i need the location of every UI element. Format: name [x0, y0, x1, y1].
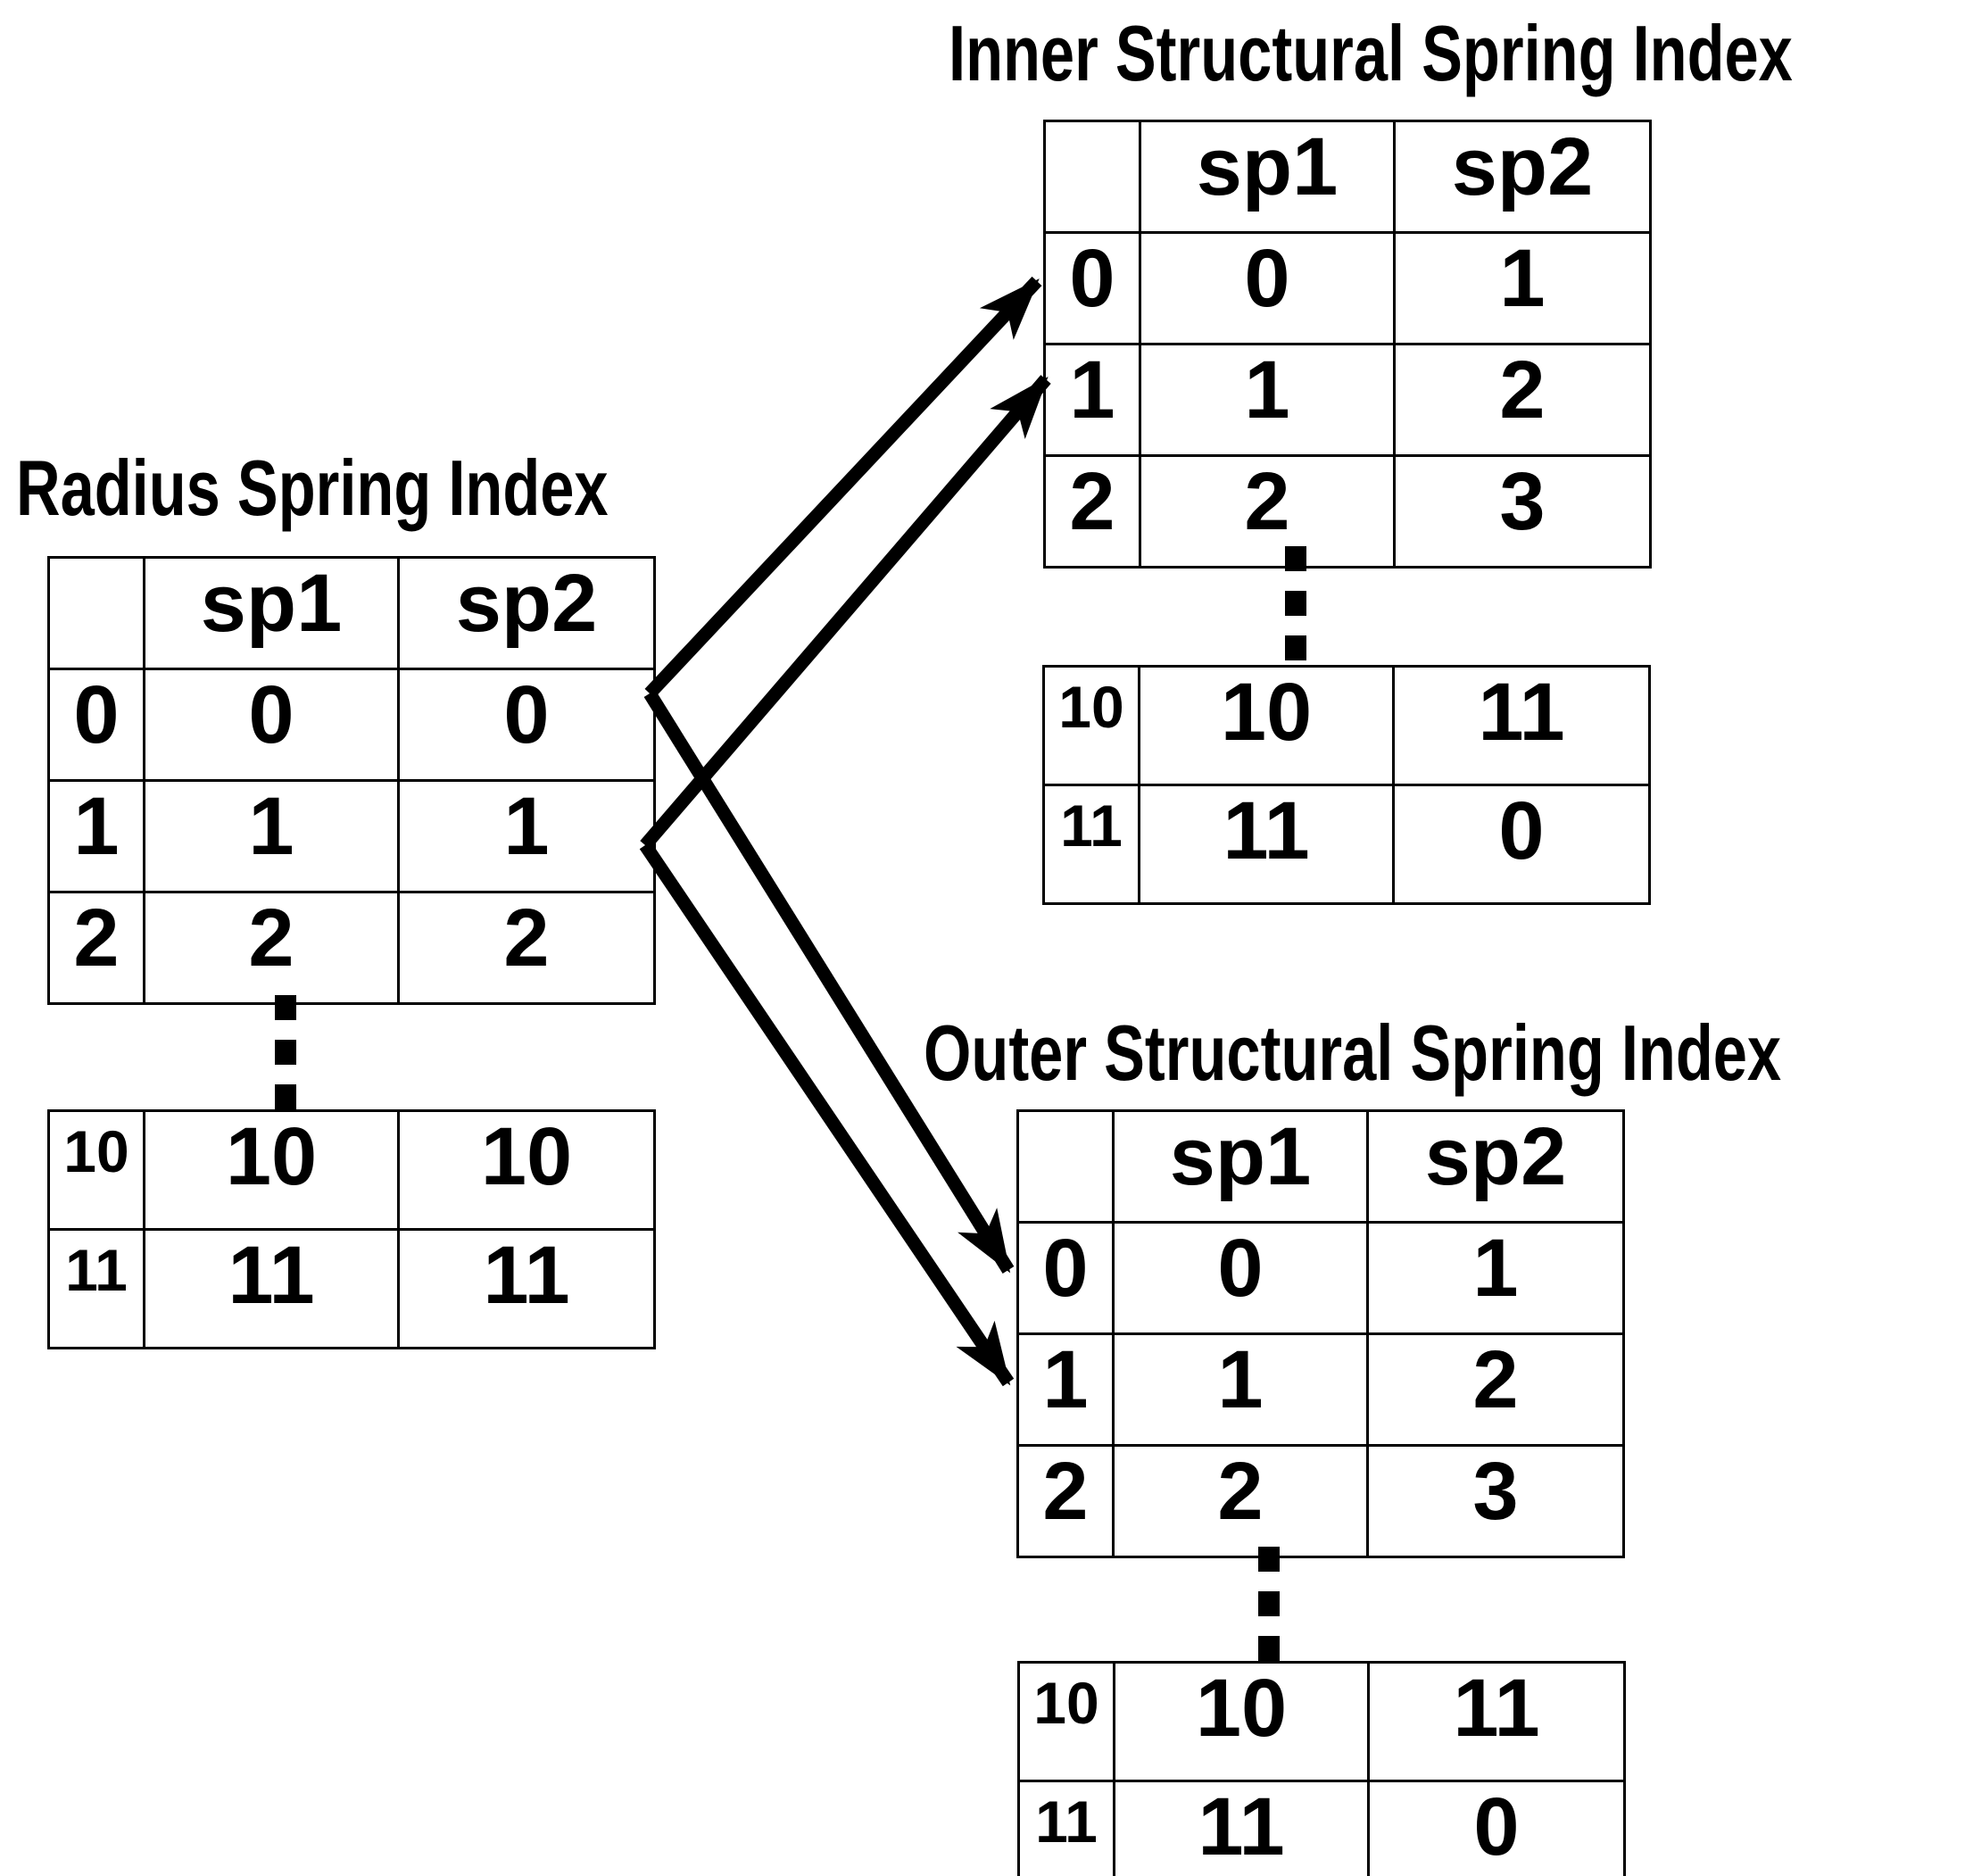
outer-col-header-sp1: sp1	[1112, 1109, 1369, 1224]
cell-sp2: 10	[397, 1109, 656, 1231]
table-row: 1 1 2	[1016, 1332, 1625, 1447]
row-label: 1	[1043, 343, 1141, 457]
table-row: 11 11 0	[1042, 784, 1651, 905]
cell-sp2: 0	[1392, 784, 1651, 905]
table-row: 2 2 2	[47, 891, 656, 1005]
row-label: 10	[47, 1109, 145, 1231]
cell-sp1: 11	[143, 1228, 400, 1349]
row-label: 1	[47, 779, 145, 893]
cell-sp1: 2	[143, 891, 400, 1005]
inner-col-header-sp2: sp2	[1393, 120, 1652, 234]
row-label: 10	[1042, 665, 1140, 786]
cell-sp1: 2	[1112, 1444, 1369, 1558]
cell-sp1: 11	[1113, 1780, 1370, 1876]
cell-sp2: 2	[1366, 1332, 1625, 1447]
radius-corner-cell	[47, 556, 145, 670]
cell-sp2: 11	[1367, 1661, 1626, 1782]
radius-table-title: Radius Spring Index	[16, 444, 609, 532]
cell-sp2: 2	[1393, 343, 1652, 457]
row-label: 2	[47, 891, 145, 1005]
table-row: 2 2 3	[1043, 454, 1652, 569]
inner-header-row: sp1 sp2	[1043, 120, 1652, 234]
inner-table-title: Inner Structural Spring Index	[949, 9, 1793, 97]
radius-header-row: sp1 sp2	[47, 556, 656, 670]
row-label: 1	[1016, 1332, 1115, 1447]
vertical-ellipsis	[275, 995, 296, 1109]
arrow-radius0-to-outer0	[643, 690, 1015, 1274]
cell-sp1: 1	[143, 779, 400, 893]
row-label: 10	[1017, 1661, 1115, 1782]
table-row: 11 11 0	[1017, 1780, 1626, 1876]
inner-corner-cell	[1043, 120, 1141, 234]
table-row: 1 1 2	[1043, 343, 1652, 457]
cell-sp2: 11	[1392, 665, 1651, 786]
cell-sp1: 10	[1138, 665, 1395, 786]
arrow-radius0-to-inner0	[644, 276, 1042, 699]
table-row: 0 0 0	[47, 668, 656, 782]
row-label: 0	[1016, 1221, 1115, 1335]
cell-sp2: 3	[1393, 454, 1652, 569]
row-label: 11	[1042, 784, 1140, 905]
cell-sp2: 1	[1393, 231, 1652, 345]
outer-corner-cell	[1016, 1109, 1115, 1224]
cell-sp2: 1	[397, 779, 656, 893]
cell-sp2: 0	[397, 668, 656, 782]
table-row: 0 0 1	[1016, 1221, 1625, 1335]
cell-sp2: 2	[397, 891, 656, 1005]
row-label: 2	[1043, 454, 1141, 569]
row-label: 2	[1016, 1444, 1115, 1558]
row-label: 11	[1017, 1780, 1115, 1876]
inner-tail-table: 10 10 11 11 11 0	[1042, 665, 1651, 905]
outer-tail-table: 10 10 11 11 11 0	[1017, 1661, 1626, 1876]
cell-sp1: 2	[1139, 454, 1396, 569]
cell-sp2: 11	[397, 1228, 656, 1349]
cell-sp1: 1	[1112, 1332, 1369, 1447]
arrow-radius1-to-inner1	[640, 375, 1051, 850]
cell-sp1: 10	[1113, 1661, 1370, 1782]
table-row: 2 2 3	[1016, 1444, 1625, 1558]
arrow-radius1-to-outer1	[639, 841, 1015, 1387]
outer-table-title: Outer Structural Spring Index	[924, 1009, 1782, 1097]
inner-col-header-sp1: sp1	[1139, 120, 1396, 234]
cell-sp2: 3	[1366, 1444, 1625, 1558]
table-row: 10 10 11	[1017, 1661, 1626, 1782]
outer-main-table: sp1 sp2 0 0 1 1 1 2 2 2 3	[1016, 1109, 1625, 1558]
cell-sp1: 1	[1139, 343, 1396, 457]
table-row: 1 1 1	[47, 779, 656, 893]
row-label: 0	[1043, 231, 1141, 345]
cell-sp1: 0	[143, 668, 400, 782]
outer-col-header-sp2: sp2	[1366, 1109, 1625, 1224]
radius-main-table: sp1 sp2 0 0 0 1 1 1 2 2 2	[47, 556, 656, 1005]
cell-sp1: 11	[1138, 784, 1395, 905]
row-label: 0	[47, 668, 145, 782]
table-row: 0 0 1	[1043, 231, 1652, 345]
table-row: 11 11 11	[47, 1228, 656, 1349]
outer-header-row: sp1 sp2	[1016, 1109, 1625, 1224]
vertical-ellipsis	[1258, 1547, 1280, 1661]
vertical-ellipsis	[1285, 546, 1306, 660]
cell-sp2: 0	[1367, 1780, 1626, 1876]
cell-sp1: 0	[1112, 1221, 1369, 1335]
row-label: 11	[47, 1228, 145, 1349]
radius-tail-table: 10 10 10 11 11 11	[47, 1109, 656, 1349]
inner-main-table: sp1 sp2 0 0 1 1 1 2 2 2 3	[1043, 120, 1652, 569]
cell-sp2: 1	[1366, 1221, 1625, 1335]
cell-sp1: 10	[143, 1109, 400, 1231]
cell-sp1: 0	[1139, 231, 1396, 345]
radius-col-header-sp2: sp2	[397, 556, 656, 670]
radius-col-header-sp1: sp1	[143, 556, 400, 670]
table-row: 10 10 11	[1042, 665, 1651, 786]
table-row: 10 10 10	[47, 1109, 656, 1231]
